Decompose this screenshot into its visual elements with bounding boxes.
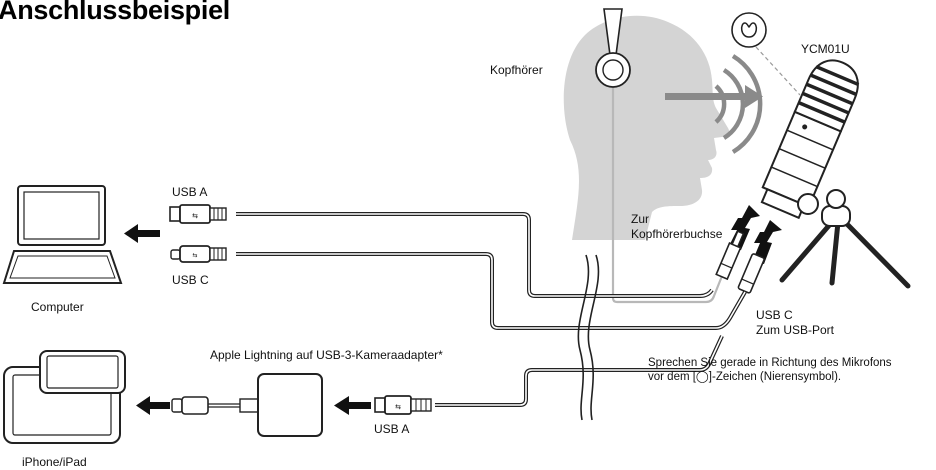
cable-usb-a-adapter bbox=[435, 335, 724, 407]
label-adapter: Apple Lightning auf USB-3-Kameraadapter* bbox=[210, 348, 443, 362]
cable-usb-a-computer bbox=[236, 212, 714, 298]
label-usb-a-computer: USB A bbox=[172, 185, 208, 199]
svg-text:⇆: ⇆ bbox=[395, 403, 401, 411]
label-speaking-note: Sprechen Sie gerade in Richtung des Mikr… bbox=[648, 357, 892, 383]
label-iphone-ipad: iPhone/iPad bbox=[22, 455, 87, 469]
cable-break-symbol bbox=[577, 254, 600, 421]
lightning-cable bbox=[171, 396, 259, 415]
headphone-cable bbox=[611, 88, 724, 304]
label-usb-c-computer: USB C bbox=[172, 273, 209, 287]
label-headphone-jack: Zur Kopfhörerbuchse bbox=[631, 212, 723, 241]
sound-waves bbox=[714, 54, 763, 154]
cables bbox=[236, 212, 747, 407]
label-headphones: Kopfhörer bbox=[490, 63, 543, 77]
usb-c-plug-computer: ⇆ bbox=[170, 245, 227, 263]
iphone-ipad-device bbox=[3, 350, 126, 444]
usb-a-plug-computer: ⇆ bbox=[169, 204, 227, 224]
camera-adapter-box bbox=[257, 373, 323, 437]
label-usb-a-adapter: USB A bbox=[374, 422, 410, 436]
tripod-stand bbox=[779, 189, 911, 289]
cardioid-icon bbox=[731, 12, 801, 96]
label-computer: Computer bbox=[31, 300, 84, 314]
arrow-to-adapter bbox=[334, 396, 371, 415]
label-mic-model: YCM01U bbox=[801, 42, 850, 56]
head-silhouette bbox=[563, 15, 730, 241]
svg-text:⇆: ⇆ bbox=[192, 212, 198, 220]
voice-arrow bbox=[665, 85, 763, 108]
cable-usb-c-computer bbox=[236, 252, 747, 330]
headphone-plug bbox=[715, 230, 745, 281]
diagram-title: Anschlussbeispiel bbox=[0, 0, 230, 25]
arrow-to-computer bbox=[124, 224, 160, 243]
label-usb-c-port: USB C Zum USB-Port bbox=[756, 308, 835, 337]
laptop-computer bbox=[2, 185, 123, 284]
arrow-to-iphone bbox=[136, 396, 170, 415]
svg-text:⇆: ⇆ bbox=[192, 252, 197, 259]
usb-a-plug-adapter: ⇆ bbox=[374, 395, 432, 415]
usb-c-mic-plug bbox=[737, 253, 765, 294]
microphone bbox=[760, 59, 860, 220]
mount-knob bbox=[797, 193, 819, 215]
headphones bbox=[595, 8, 631, 88]
